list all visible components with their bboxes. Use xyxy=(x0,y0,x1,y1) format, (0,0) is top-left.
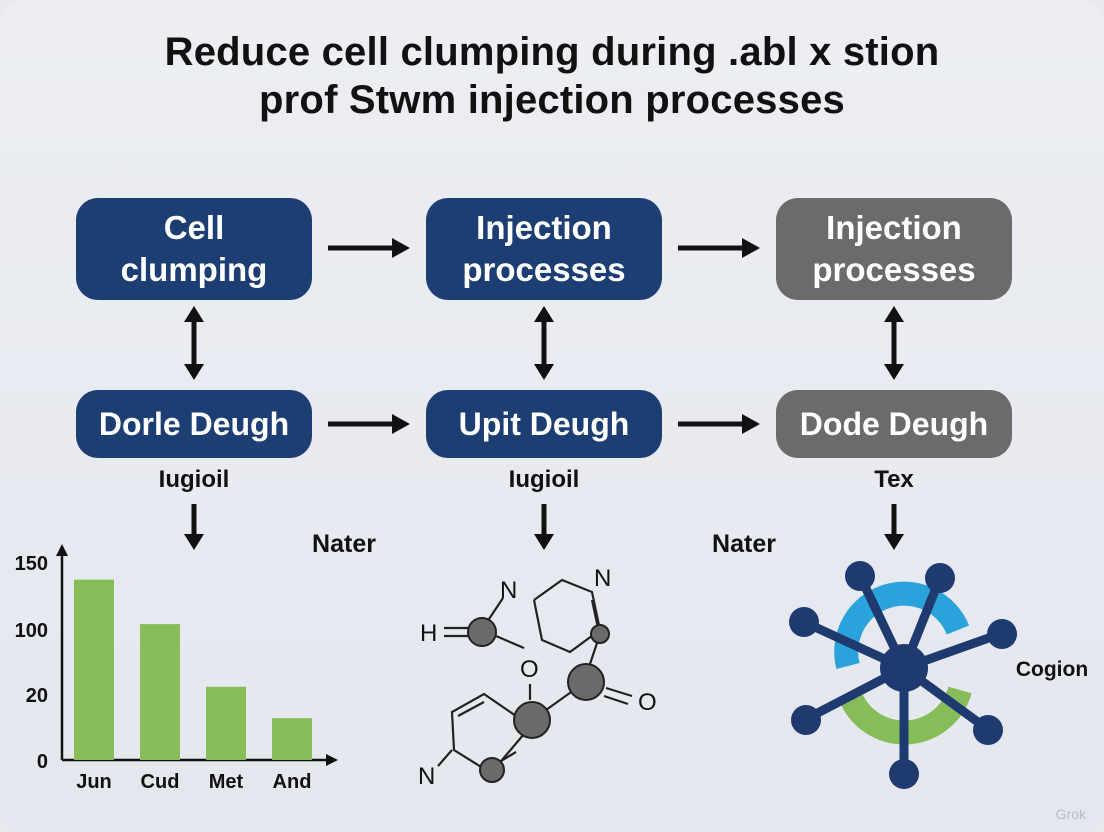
box-dode-deugh: Dode Deugh xyxy=(776,390,1012,458)
down-arrow-2 xyxy=(534,504,554,550)
network-nodes xyxy=(789,561,1017,789)
title-line-1: Reduce cell clumping during .abl x stion xyxy=(164,30,940,74)
arrow-top-1 xyxy=(328,238,410,258)
bar-jun xyxy=(74,579,114,760)
side-label-nater-1: Nater xyxy=(312,530,376,558)
bar-and xyxy=(272,718,312,760)
atom-n-3: N xyxy=(418,763,435,790)
atom-h: H xyxy=(420,620,437,647)
bar-met xyxy=(206,686,246,760)
title-line-2: prof Stwm injection processes xyxy=(259,78,845,122)
diagram-title: Reduce cell clumping during .abl x stion… xyxy=(40,28,1064,124)
network-hub xyxy=(880,644,928,692)
box-dorle-deugh: Dorle Deugh xyxy=(76,390,312,458)
y-tick-label: 20 xyxy=(26,685,48,707)
x-tick-label: Jun xyxy=(76,771,112,793)
box-cell-clumping: Cell clumping xyxy=(76,198,312,300)
atom-n-1: N xyxy=(500,577,517,604)
arrow-mid-1 xyxy=(328,414,410,434)
box-injection-processes-2: Injection processes xyxy=(776,198,1012,300)
atom-o-2: O xyxy=(638,689,657,716)
down-arrow-1 xyxy=(184,504,204,550)
sublabel-3: Tex xyxy=(874,466,914,493)
sublabel-1: Iugioil xyxy=(158,466,230,493)
double-arrow-3 xyxy=(884,306,904,380)
double-arrow-1 xyxy=(184,306,204,380)
box-injection-processes-1: Injection processes xyxy=(426,198,662,300)
down-arrow-3 xyxy=(884,504,904,550)
network-label: Cogion xyxy=(1015,658,1089,681)
box-upit-deugh: Upit Deugh xyxy=(426,390,662,458)
atom-n-2: N xyxy=(594,565,611,592)
x-tick-label: Cud xyxy=(141,771,180,793)
y-tick-label: 150 xyxy=(15,553,48,575)
watermark: Grok xyxy=(1055,806,1086,822)
bar-cud xyxy=(140,624,180,760)
arrow-top-2 xyxy=(678,238,760,258)
atom-o-1: O xyxy=(520,656,539,683)
y-tick-label: 0 xyxy=(37,751,48,773)
x-tick-label: And xyxy=(273,771,312,793)
y-tick-label: 100 xyxy=(15,620,48,642)
sublabel-2: Iugioil xyxy=(508,466,580,493)
x-tick-label: Met xyxy=(209,771,244,793)
side-label-nater-2: Nater xyxy=(712,530,776,558)
double-arrow-2 xyxy=(534,306,554,380)
arrow-mid-2 xyxy=(678,414,760,434)
molecule-atoms xyxy=(467,617,610,783)
